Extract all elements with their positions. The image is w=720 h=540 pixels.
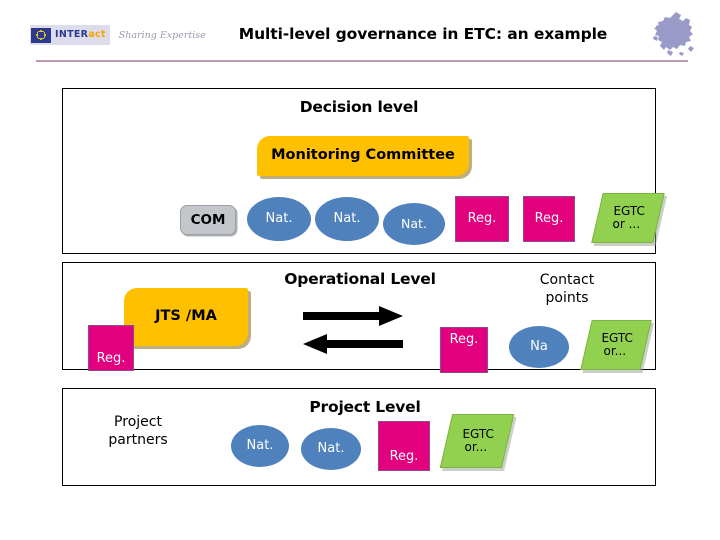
node-reg-operational-left[interactable]: Reg. <box>88 325 134 371</box>
node-reg-project[interactable]: Reg. <box>378 421 430 471</box>
interact-wordmark-part2: act <box>88 29 106 41</box>
node-nat-project-1[interactable]: Nat. <box>231 425 289 467</box>
section-operational-level <box>62 262 656 370</box>
section-project-level <box>62 388 656 486</box>
node-nat-1[interactable]: Nat. <box>247 197 311 241</box>
interact-tagline: Sharing Expertise <box>118 29 206 41</box>
node-egtc-project-line2: or... <box>464 440 487 454</box>
node-egtc-project[interactable]: EGTC or... <box>439 414 515 468</box>
node-reg-operational-right[interactable]: Reg. <box>440 327 488 373</box>
europe-map-icon <box>653 12 694 56</box>
interact-logo-box: INTERact <box>30 25 110 45</box>
operational-level-title: Operational Level <box>284 270 436 288</box>
interact-logo: INTERact Sharing Expertise <box>30 24 206 46</box>
project-partners-label: Project partners <box>108 414 168 448</box>
node-egtc-decision[interactable]: EGTC or ... <box>591 193 665 243</box>
header-divider <box>36 60 688 62</box>
arrow-right <box>303 306 403 326</box>
project-level-title: Project Level <box>309 398 421 416</box>
arrow-left <box>303 334 403 354</box>
contact-points-label: Contact points <box>539 272 595 306</box>
node-na[interactable]: Na <box>509 326 569 368</box>
jts-ma-box[interactable]: JTS /MA <box>124 288 248 346</box>
node-nat-2[interactable]: Nat. <box>315 197 379 241</box>
node-com[interactable]: COM <box>180 205 236 235</box>
node-egtc-operational-line2: or... <box>603 344 626 358</box>
node-reg-1[interactable]: Reg. <box>455 196 509 242</box>
interact-wordmark: INTERact <box>55 30 106 40</box>
section-decision-level <box>62 88 656 254</box>
interact-wordmark-part1: INTER <box>55 29 89 41</box>
slide-header: INTERact Sharing Expertise Multi-level g… <box>0 0 720 68</box>
monitoring-committee-box[interactable]: Monitoring Committee <box>257 136 469 176</box>
decision-level-title: Decision level <box>299 98 419 116</box>
node-reg-2[interactable]: Reg. <box>523 196 575 242</box>
node-egtc-decision-line2: or ... <box>612 217 641 231</box>
page-title: Multi-level governance in ETC: an exampl… <box>238 25 608 43</box>
node-nat-project-2[interactable]: Nat. <box>301 428 361 470</box>
eu-flag-icon <box>31 27 51 43</box>
node-nat-3[interactable]: Nat. <box>383 203 445 245</box>
node-egtc-operational[interactable]: EGTC or... <box>580 320 652 370</box>
